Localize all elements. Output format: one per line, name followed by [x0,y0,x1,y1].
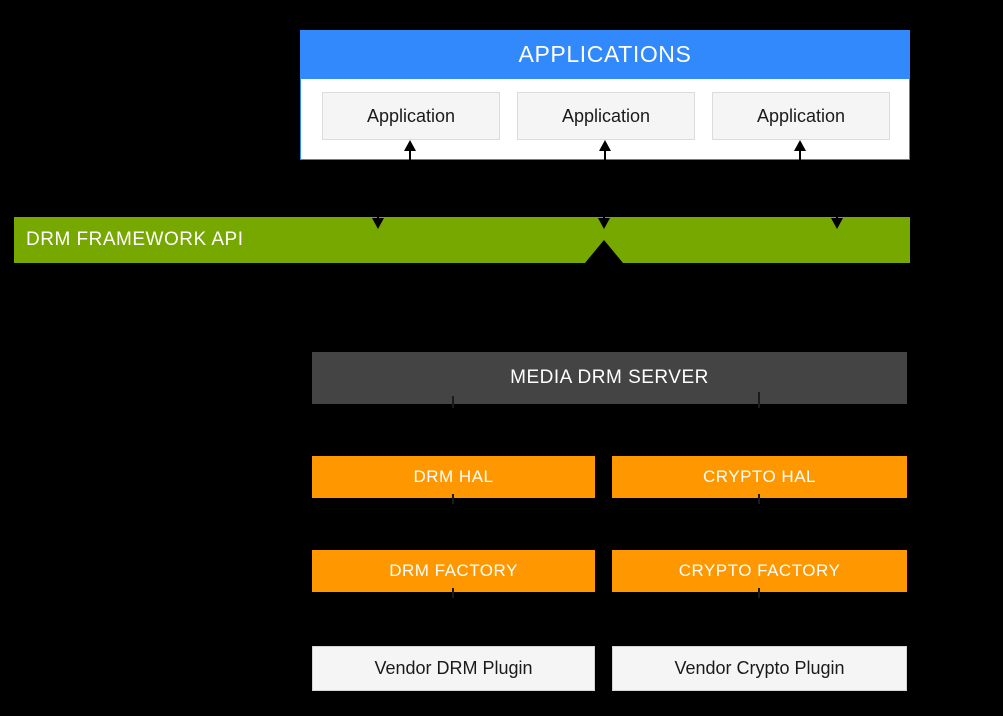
applications-header: APPLICATIONS [300,30,910,79]
crypto-hal-box[interactable]: CRYPTO HAL [612,456,907,498]
connector-crypto-factory-to-vendor-crypto [758,588,760,598]
connector-crypto-hal-to-crypto-factory [758,494,760,504]
application-box-2[interactable]: Application [517,92,695,140]
drm-framework-label: DRM FRAMEWORK API [26,229,244,250]
media-drm-server-box[interactable]: MEDIA DRM SERVER [312,352,907,404]
application-box-3[interactable]: Application [712,92,890,140]
app-1-up-arrow-icon [404,140,416,151]
framework-down-arrow-right-icon [831,218,843,229]
connector-drm-factory-to-vendor-drm [452,588,454,598]
connector-framework-center-stem [603,210,605,221]
connector-framework-left-stem [377,210,379,221]
framework-down-arrow-left-icon [372,218,384,229]
connector-server-to-crypto-hal [758,392,760,408]
vendor-crypto-plugin-box[interactable]: Vendor Crypto Plugin [612,646,907,691]
vendor-drm-plugin-box[interactable]: Vendor DRM Plugin [312,646,595,691]
drm-framework-band [14,217,910,263]
crypto-factory-box[interactable]: CRYPTO FACTORY [612,550,907,592]
connector-app-1-stem [409,146,411,160]
connector-app-2-stem [604,146,606,160]
framework-down-arrow-center-icon [598,218,610,229]
drm-factory-box[interactable]: DRM FACTORY [312,550,595,592]
drm-hal-box[interactable]: DRM HAL [312,456,595,498]
app-3-up-arrow-icon [794,140,806,151]
connector-app-3-stem [799,146,801,160]
connector-drm-hal-to-drm-factory [452,494,454,504]
application-box-1[interactable]: Application [322,92,500,140]
connector-framework-right-stem [836,210,838,221]
connector-server-to-drm-hal [452,396,454,408]
app-2-up-arrow-icon [599,140,611,151]
